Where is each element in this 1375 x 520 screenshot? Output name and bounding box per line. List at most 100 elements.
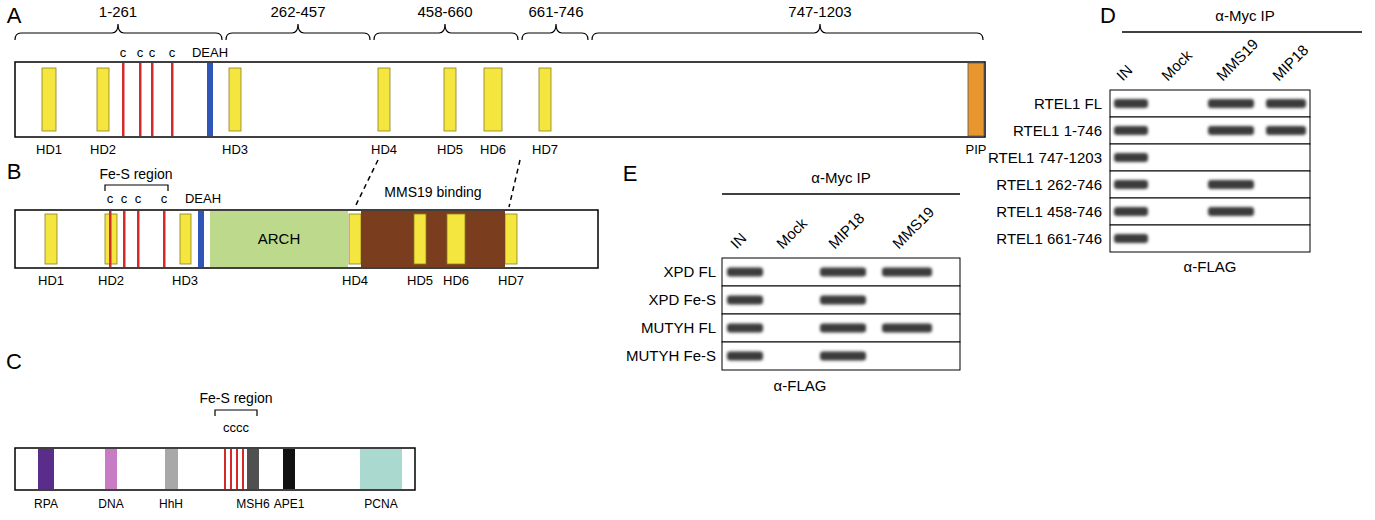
blot-row <box>1110 198 1310 225</box>
pip-box <box>968 63 984 136</box>
region-label: Fe-S region <box>99 166 172 182</box>
blot-band <box>727 352 763 361</box>
cysteine-mark: c <box>169 46 176 61</box>
helicase-domain <box>505 214 517 264</box>
blot-band <box>1114 180 1148 189</box>
residue-range: 262-457 <box>270 3 325 20</box>
cysteine-line <box>242 449 244 489</box>
cysteine-line <box>137 211 140 267</box>
blot-band <box>727 324 763 333</box>
cysteine-mark: cccc <box>223 421 249 436</box>
domain-label: HD3 <box>222 143 248 158</box>
blot-band <box>727 296 763 305</box>
row-label: XPD Fe-S <box>648 291 716 308</box>
ip-rule <box>722 193 960 195</box>
ip-rule <box>1122 31 1362 33</box>
lane-header: IN <box>727 229 750 252</box>
range-brace <box>374 24 518 40</box>
domain-label: APE1 <box>274 498 305 512</box>
row-label: MUTYH Fe-S <box>626 347 716 364</box>
cysteine-mark: c <box>137 46 144 61</box>
row-label: RTEL1 FL <box>1034 95 1102 112</box>
antibody-label: α-Myc IP <box>1215 7 1275 24</box>
dashed-guide <box>509 160 520 207</box>
cysteine-line <box>224 449 226 489</box>
region-label: MMS19 binding <box>384 184 481 200</box>
domain-label: RPA <box>34 498 58 512</box>
residue-range: 1-261 <box>99 3 137 20</box>
domain-label: DNA <box>98 498 123 512</box>
panel-letter: E <box>623 161 638 186</box>
domain-label: PCNA <box>364 498 397 512</box>
motif-label: DEAH <box>192 46 228 61</box>
blot-band <box>882 324 932 333</box>
helicase-domain <box>229 68 241 131</box>
panel-letter: C <box>6 349 22 374</box>
cysteine-line <box>109 211 112 267</box>
helicase-domain <box>378 68 390 131</box>
blot-row <box>1110 144 1310 171</box>
protein-bar <box>15 448 415 490</box>
motif-label: PIP <box>966 143 987 158</box>
domain-inset <box>361 211 505 267</box>
antibody-label: α-Myc IP <box>811 169 871 186</box>
antibody-label: α-FLAG <box>1184 258 1237 275</box>
row-label: RTEL1 661-746 <box>996 230 1102 247</box>
lane-header: Mock <box>773 214 811 252</box>
residue-range: 661-746 <box>528 3 583 20</box>
rpa-domain <box>38 449 54 489</box>
cysteine-line <box>139 63 142 136</box>
blot-band <box>1114 99 1148 108</box>
row-label: MUTYH FL <box>641 319 716 336</box>
blot-band <box>1114 234 1148 243</box>
cysteine-mark: c <box>120 46 127 61</box>
helicase-domain <box>484 68 502 131</box>
lane-header: IN <box>1113 61 1136 84</box>
panel-letter: A <box>7 3 22 28</box>
blot-row <box>1110 225 1310 252</box>
blot-band <box>1208 99 1254 108</box>
lane-header: MMS19 <box>1213 35 1262 84</box>
domain-label: HD4 <box>371 143 397 158</box>
cysteine-line <box>151 63 154 136</box>
blot-row <box>1110 90 1310 117</box>
cysteine-mark: c <box>135 192 142 207</box>
blot-band <box>1114 207 1148 216</box>
dna-domain <box>105 449 117 489</box>
domain-label: HhH <box>159 498 183 512</box>
domain-label: HD3 <box>172 274 198 289</box>
blot-band <box>727 268 763 277</box>
domain-label: HD1 <box>38 274 64 289</box>
region-bracket <box>105 185 168 191</box>
domain-label: HD1 <box>36 143 62 158</box>
range-brace <box>226 24 370 40</box>
region-bracket <box>215 410 257 416</box>
cysteine-line <box>236 449 238 489</box>
domain-label: HD7 <box>532 143 558 158</box>
panel-letter: D <box>1100 3 1116 28</box>
blot-row <box>722 314 960 342</box>
residue-range: 747-1203 <box>788 3 851 20</box>
row-label: RTEL1 262-746 <box>996 176 1102 193</box>
lane-header: MIP18 <box>1269 41 1312 84</box>
cysteine-mark: c <box>121 192 128 207</box>
region-label: Fe-S region <box>199 390 272 406</box>
domain-label: HD5 <box>437 143 463 158</box>
range-brace <box>522 24 588 40</box>
arch-domain: ARCH <box>210 211 348 267</box>
helicase-domain <box>414 214 426 264</box>
region-label: ARCH <box>258 230 301 247</box>
cysteine-mark: c <box>161 192 168 207</box>
helicase-domain <box>447 214 465 264</box>
lane-header: Mock <box>1158 46 1196 84</box>
binding-region: MMS19 binding <box>361 211 505 267</box>
cysteine-line <box>163 211 166 267</box>
hhh-domain <box>165 449 178 489</box>
domain-label: HD2 <box>98 274 124 289</box>
blot-row <box>1110 171 1310 198</box>
protein-bar <box>15 62 985 137</box>
cysteine-mark: c <box>107 192 114 207</box>
helicase-domain <box>97 68 109 131</box>
row-label: RTEL1 747-1203 <box>988 149 1102 166</box>
helicase-domain <box>539 68 551 131</box>
